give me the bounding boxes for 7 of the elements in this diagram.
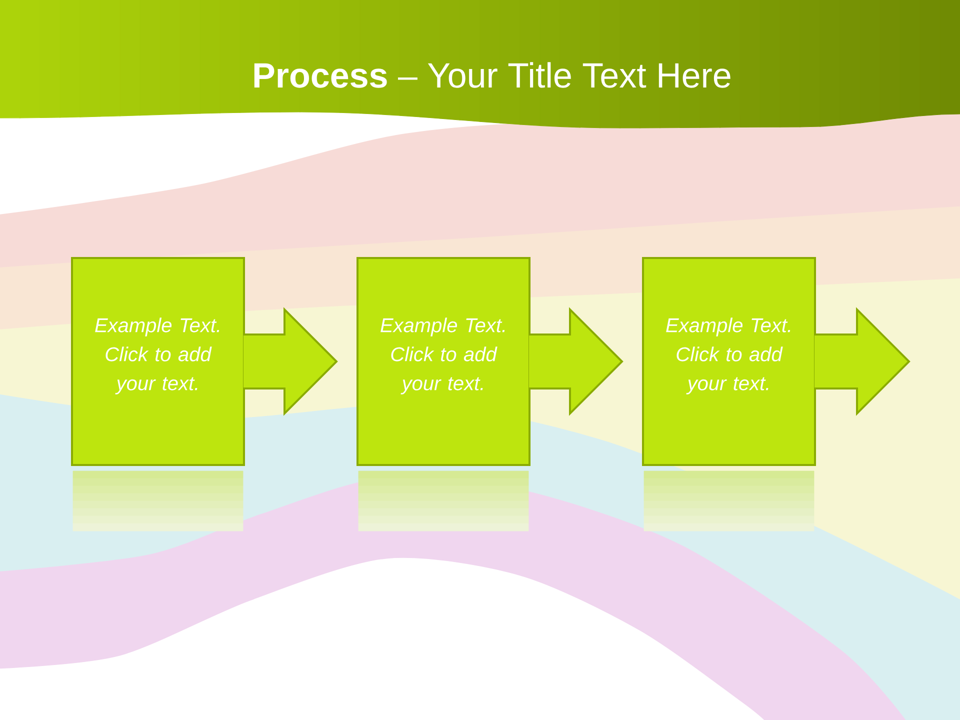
process-box: Example Text. Click to add your text.	[71, 257, 245, 466]
title: Process – Your Title Text Here	[254, 62, 730, 88]
arrow	[242, 307, 338, 416]
process-box: Example Text. Click to add your text.	[642, 257, 816, 466]
process-box: Example Text. Click to add your text.	[356, 257, 530, 466]
arrow	[814, 307, 910, 416]
arrow	[528, 307, 624, 416]
